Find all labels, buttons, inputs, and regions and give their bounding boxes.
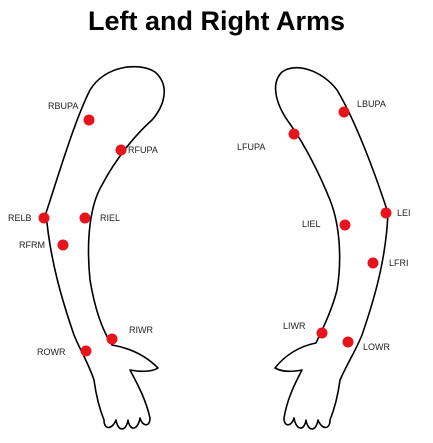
marker-rfupa — [115, 144, 127, 156]
label-relb: RELB — [8, 213, 32, 223]
marker-relb — [38, 212, 50, 224]
marker-riwr — [106, 333, 118, 345]
page-title: Left and Right Arms — [87, 6, 345, 36]
marker-lfupa — [288, 128, 300, 140]
marker-rfrm — [57, 239, 69, 251]
label-riwr: RIWR — [129, 325, 153, 335]
marker-liwr — [316, 327, 328, 339]
label-lfupa: LFUPA — [237, 142, 265, 152]
left-arm: LBUPA LFUPA LEI LIEL LFRI LIWR LOWR — [237, 66, 411, 430]
marker-rbupa — [83, 114, 95, 126]
label-lowr: LOWR — [363, 342, 391, 352]
label-liel: LIEL — [302, 219, 321, 229]
marker-lfrm — [367, 257, 379, 269]
label-rfrm: RFRM — [19, 240, 45, 250]
label-rowr: ROWR — [37, 347, 66, 357]
marker-lelb — [380, 207, 392, 219]
label-lfrm: LFRI — [389, 258, 409, 268]
label-lelb: LEI — [397, 208, 411, 218]
right-arm: RBUPA RFUPA RELB RIEL RFRM RIWR ROWR — [8, 65, 165, 430]
label-riel: RIEL — [100, 213, 120, 223]
marker-lbupa — [338, 106, 350, 118]
marker-liel — [339, 219, 351, 231]
label-lbupa: LBUPA — [357, 99, 386, 109]
label-rfupa: RFUPA — [128, 145, 158, 155]
right-arm-outline — [45, 65, 165, 430]
marker-lowr — [342, 336, 354, 348]
label-liwr: LIWR — [283, 321, 306, 331]
label-rbupa: RBUPA — [48, 101, 78, 111]
marker-riel — [79, 212, 91, 224]
left-arm-outline — [274, 66, 389, 430]
marker-rowr — [80, 345, 92, 357]
